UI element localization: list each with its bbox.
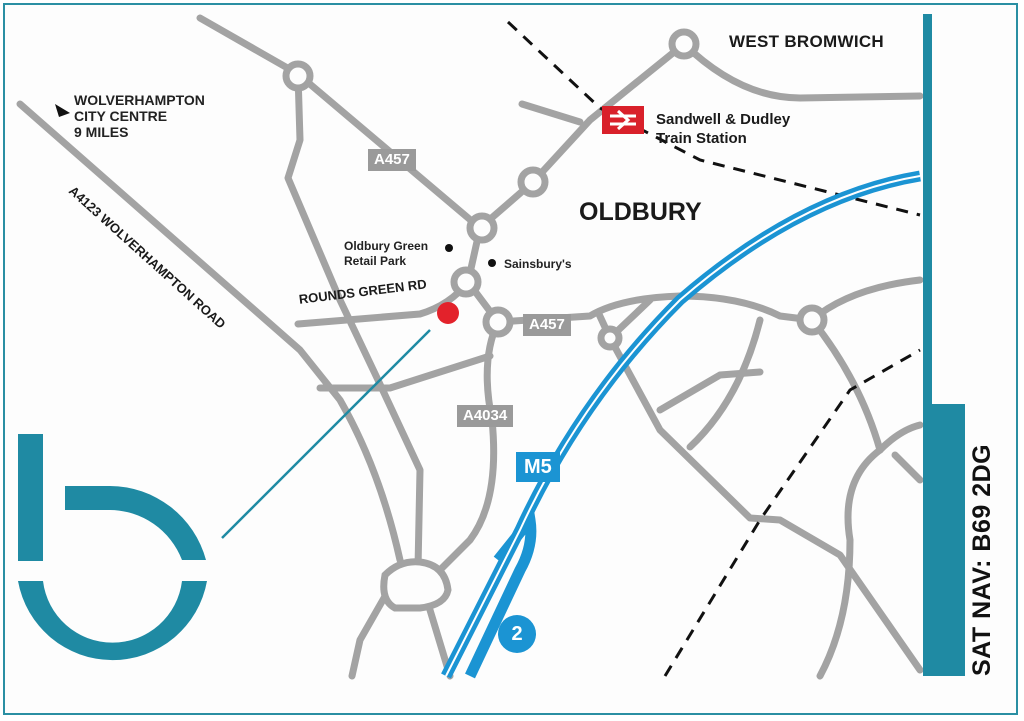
rail-station-icon <box>602 106 644 134</box>
direction-line-1: WOLVERHAMPTON <box>74 92 205 108</box>
station-type: Train Station <box>656 130 747 147</box>
direction-line-3: 9 MILES <box>74 124 129 140</box>
direction-line-2: CITY CENTRE <box>74 108 168 124</box>
motorway-badge-m5: M5 <box>516 452 560 482</box>
retail-line-2: Retail Park <box>344 254 407 268</box>
sat-nav-postcode: SAT NAV: B69 2DG <box>968 443 996 676</box>
road-badge-a4034: A4034 <box>457 405 514 427</box>
retail-park-label: Oldbury Green Retail Park <box>344 239 428 269</box>
sat-nav-bar <box>923 404 965 676</box>
brand-logo <box>18 434 207 661</box>
road-badge-a457-east: A457 <box>523 314 571 336</box>
area-label-oldbury: OLDBURY <box>579 198 702 226</box>
location-marker <box>437 302 459 324</box>
station-name: Sandwell & Dudley <box>656 111 791 128</box>
retail-line-1: Oldbury Green <box>344 239 429 253</box>
station-label: Sandwell & Dudley Train Station <box>656 110 790 148</box>
town-west-bromwich: WEST BROMWICH <box>729 32 884 51</box>
road-badge-a457-north: A457 <box>368 149 416 171</box>
direction-note: WOLVERHAMPTON CITY CENTRE 9 MILES <box>74 92 205 140</box>
junction-badge: 2 <box>498 615 536 653</box>
sainsburys-label: Sainsbury's <box>504 257 572 271</box>
